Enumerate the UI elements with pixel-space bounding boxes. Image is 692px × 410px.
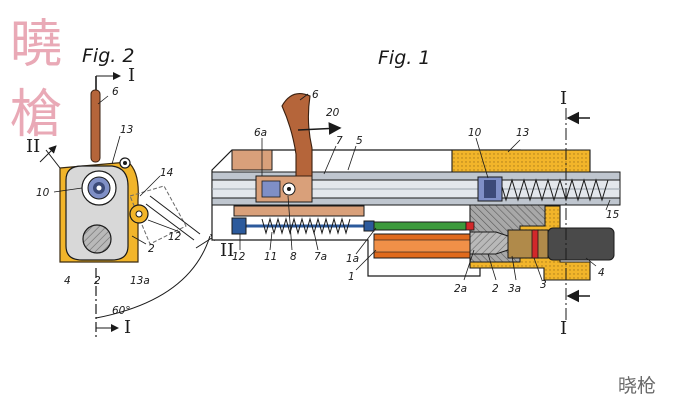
fig2-label-section-right: II	[220, 240, 234, 261]
fig1-label-4: 4	[598, 267, 605, 279]
watermark-char-2: 槍	[10, 85, 62, 145]
fig1-label-1a: 1a	[346, 253, 359, 265]
fig2-label-section-left: II	[26, 136, 40, 157]
fig1-label-10: 10	[468, 127, 482, 139]
fig2-drawing	[39, 72, 219, 340]
fig1-section-top: I	[560, 88, 567, 109]
fig1-title: Fig. 1	[378, 47, 430, 69]
fig1-drawing	[211, 93, 621, 320]
fig2-label-section-top: I	[128, 65, 135, 86]
fig2-label-angle: 60°	[112, 305, 131, 317]
fig2-label-section-bottom: I	[124, 317, 131, 338]
fig1-label-13: 13	[516, 127, 529, 139]
fig2-label-2-bottom: 2	[94, 275, 101, 287]
fig1-label-8: 8	[290, 251, 297, 263]
fig2-title: Fig. 2	[82, 45, 134, 67]
fig2-label-12: 12	[168, 231, 182, 243]
fig2-label-10: 10	[36, 187, 50, 199]
fig1-label-6: 6	[312, 89, 319, 101]
fig2-label-2-right: 2	[148, 243, 155, 255]
fig1-label-2: 2	[492, 283, 499, 295]
fig1-label-7: 7	[336, 135, 343, 147]
fig1-label-2a: 2a	[454, 283, 467, 295]
fig1-label-12: 12	[232, 251, 246, 263]
fig1-label-20: 20	[326, 107, 340, 119]
watermark-bottom-right: 晓枪	[618, 375, 656, 397]
fig2-label-13a: 13a	[130, 275, 150, 287]
watermark-char-1: 曉	[10, 15, 62, 75]
fig1-label-11: 11	[264, 251, 277, 263]
fig1-section-bottom: I	[560, 318, 567, 339]
fig1-label-5: 5	[356, 135, 363, 147]
fig1-label-3: 3	[540, 279, 547, 291]
fig2-label-13: 13	[120, 124, 133, 136]
fig1-label-6a: 6a	[254, 127, 267, 139]
fig2-label-6: 6	[112, 86, 119, 98]
fig2-label-14: 14	[160, 167, 173, 179]
fig1-label-7a: 7a	[314, 251, 327, 263]
fig2-label-4: 4	[64, 275, 71, 287]
fig1-label-1: 1	[348, 271, 355, 283]
fig1-label-15: 15	[606, 209, 620, 221]
fig1-label-3a: 3a	[508, 283, 521, 295]
